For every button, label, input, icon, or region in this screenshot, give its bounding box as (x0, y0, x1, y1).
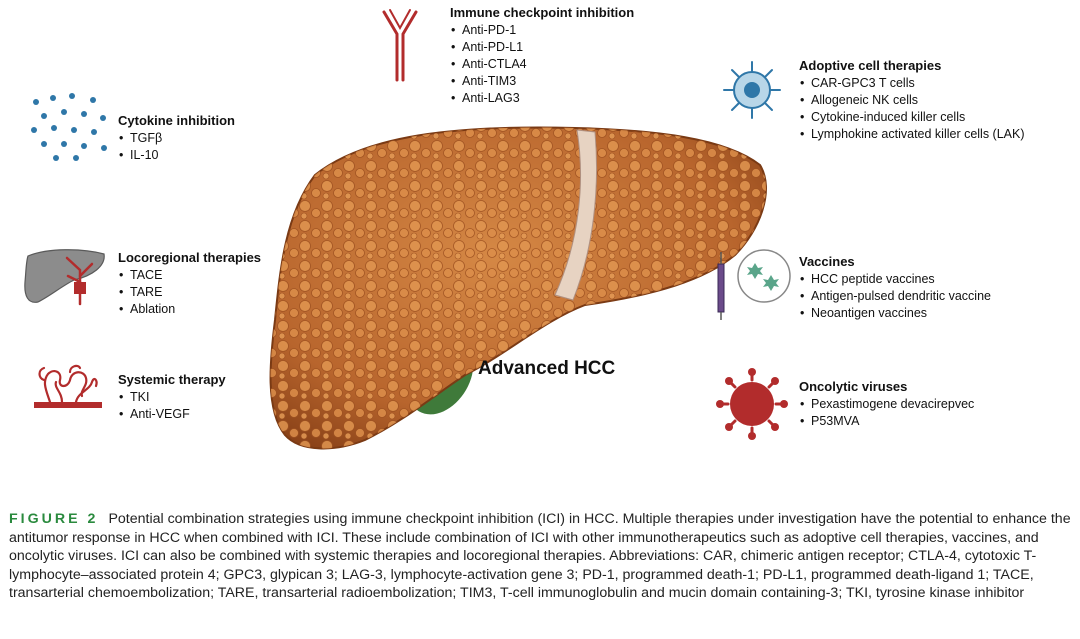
falciform-ligament (554, 129, 598, 301)
immune-checkpoint-block: Immune checkpoint inhibition Anti-PD-1 A… (450, 5, 634, 107)
list-item: TKI (118, 389, 226, 406)
small-liver-icon (24, 249, 105, 306)
oncolytic-title: Oncolytic viruses (799, 379, 908, 394)
adoptive-title: Adoptive cell therapies (799, 58, 942, 73)
car-t-cell-icon (723, 61, 781, 119)
list-item: TGFβ (118, 130, 235, 147)
systemic-block: Systemic therapy TKI Anti-VEGF (118, 372, 226, 423)
list-item: Anti-PD-1 (450, 22, 634, 39)
oncolytic-block: Oncolytic viruses Pexastimogene devacire… (799, 379, 974, 430)
vaccines-block: Vaccines HCC peptide vaccines Antigen-pu… (799, 254, 991, 322)
list-item: Anti-PD-L1 (450, 39, 634, 56)
locoregional-title: Locoregional therapies (118, 250, 262, 265)
list-item: Anti-VEGF (118, 406, 226, 423)
vaccine-icon (717, 249, 791, 320)
list-item: P53MVA (799, 413, 974, 430)
figure-label: FIGURE 2 (9, 511, 99, 527)
antibody-icon (382, 9, 418, 82)
liver-illustration (269, 126, 767, 450)
locoregional-block: Locoregional therapies TACE TARE Ablatio… (118, 250, 261, 318)
list-item: Ablation (118, 301, 261, 318)
figure: Advanced HCC Immune checkpoint inhibitio… (0, 0, 1080, 500)
list-item: Pexastimogene devacirepvec (799, 396, 974, 413)
list-item: Anti-LAG3 (450, 90, 634, 107)
list-item: Cytokine-induced killer cells (799, 109, 1025, 126)
systemic-title: Systemic therapy (118, 372, 226, 387)
list-item: IL-10 (118, 147, 235, 164)
cytokine-title: Cytokine inhibition (118, 113, 235, 128)
list-item: Allogeneic NK cells (799, 92, 1025, 109)
list-item: Neoantigen vaccines (799, 305, 991, 322)
list-item: Antigen-pulsed dendritic vaccine (799, 288, 991, 305)
list-item: Lymphokine activated killer cells (LAK) (799, 126, 1025, 143)
immune-checkpoint-title: Immune checkpoint inhibition (450, 5, 635, 20)
caption-text: Potential combination strategies using i… (9, 511, 1071, 602)
vaccines-title: Vaccines (799, 254, 855, 269)
adoptive-block: Adoptive cell therapies CAR-GPC3 T cells… (799, 58, 1025, 143)
list-item: HCC peptide vaccines (799, 271, 991, 288)
vasculature-icon (34, 364, 102, 408)
cytokine-block: Cytokine inhibition TGFβ IL-10 (118, 113, 235, 164)
list-item: TACE (118, 267, 261, 284)
list-item: Anti-TIM3 (450, 73, 634, 90)
list-item: Anti-CTLA4 (450, 56, 634, 73)
cytokine-dots-icon (31, 93, 107, 161)
list-item: CAR-GPC3 T cells (799, 75, 1025, 92)
virus-icon (716, 368, 788, 440)
list-item: TARE (118, 284, 261, 301)
center-label: Advanced HCC (478, 358, 616, 379)
